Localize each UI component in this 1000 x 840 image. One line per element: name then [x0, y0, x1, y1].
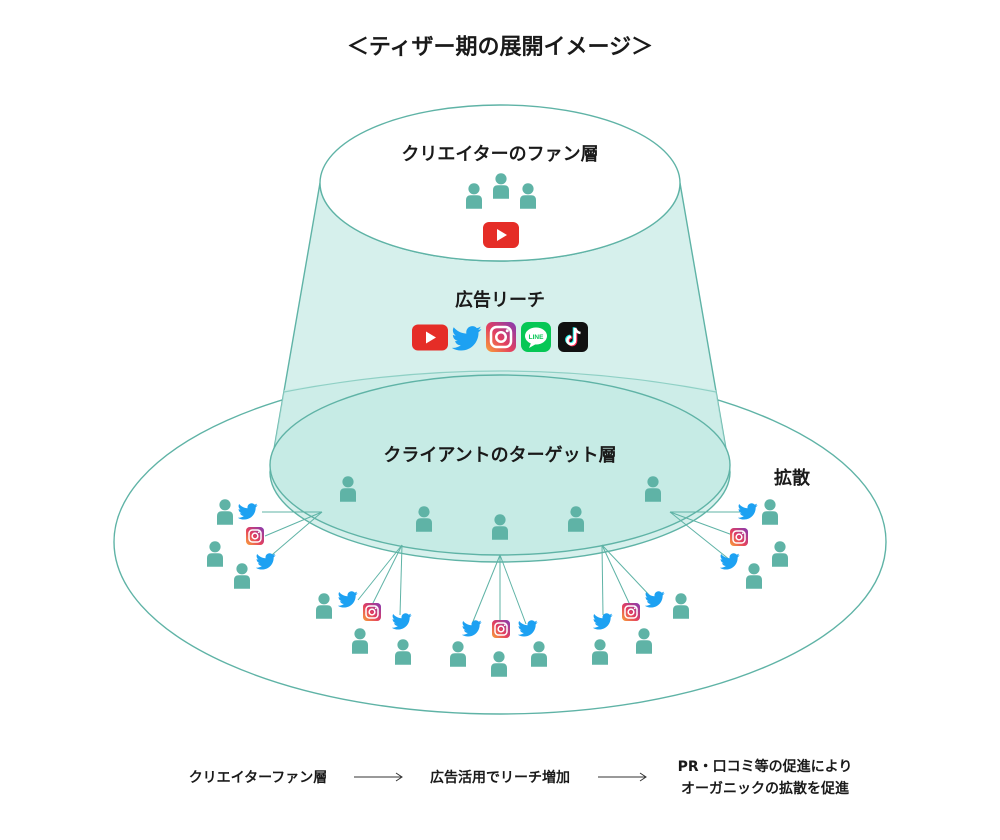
target-layer-label: クライアントのターゲット層	[383, 444, 616, 466]
youtube-icon	[412, 324, 448, 351]
tiktok-icon	[558, 322, 588, 352]
ad-reach-label: 広告リーチ	[455, 289, 545, 311]
line-icon-text: LINE	[529, 334, 544, 341]
outer-ellipse-back-edge	[283, 370, 717, 393]
line-icon: LINE	[521, 322, 551, 352]
spread-label: 拡散	[774, 467, 811, 489]
ad-platform-icons: LINE	[412, 322, 588, 352]
instagram-icon	[246, 527, 264, 545]
flow-step-3-line-1: PR・口コミ等の促進により	[678, 758, 853, 775]
flow-step-3-line-2: オーガニックの拡散を促進	[681, 780, 849, 797]
arrow-right-icon	[598, 772, 647, 782]
flow-step-1: クリエイターファン層	[189, 770, 328, 786]
flow-step-2: 広告活用でリーチ増加	[430, 769, 570, 786]
instagram-icon	[363, 603, 381, 621]
instagram-icon	[730, 528, 748, 546]
arrow-right-icon	[354, 772, 403, 782]
instagram-icon	[622, 603, 640, 621]
instagram-icon	[486, 322, 516, 352]
fan-layer-label: クリエイターのファン層	[401, 144, 598, 165]
page-title: ＜ティザー期の展開イメージ＞	[347, 35, 653, 60]
spread-lines	[262, 511, 744, 625]
flow-steps: クリエイターファン層 広告活用でリーチ増加 PR・口コミ等の促進により オーガニ…	[189, 758, 853, 797]
youtube-icon	[483, 222, 519, 248]
instagram-icon	[492, 620, 510, 638]
